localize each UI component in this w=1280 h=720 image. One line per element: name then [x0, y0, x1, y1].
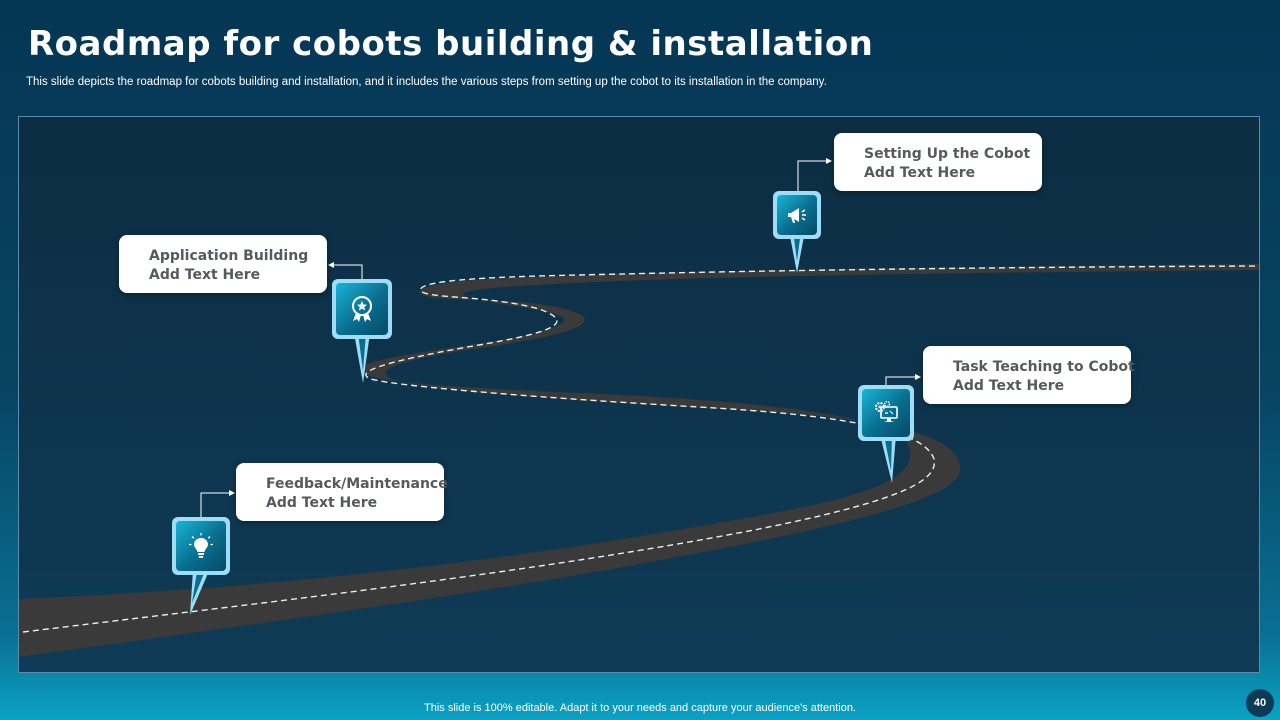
milestone-pin-task-teaching [858, 385, 914, 485]
milestone-card-setting-up: Setting Up the Cobot Add Text Here [834, 133, 1042, 191]
milestone-card-feedback: Feedback/Maintenance Add Text Here [236, 463, 448, 521]
milestone-pin-feedback [172, 517, 230, 617]
milestone-card-task-teaching: Task Teaching to Cobot Add Text Here [923, 346, 1135, 404]
megaphone-icon [788, 208, 806, 223]
slide-footer: This slide is 100% editable. Adapt it to… [424, 702, 856, 714]
slide-subtitle: This slide depicts the roadmap for cobot… [26, 76, 827, 88]
road-center-line [22, 265, 1259, 633]
milestone-pin-application [332, 279, 392, 385]
milestone-text: Add Text Here [149, 267, 261, 283]
settings-monitor-icon [875, 400, 898, 422]
milestone-title: Application Building [149, 248, 309, 264]
milestone-card-application: Application Building Add Text Here [119, 235, 327, 293]
winding-road [19, 264, 1259, 657]
roadmap-panel: Setting Up the Cobot Add Text Here Appli… [18, 116, 1260, 673]
pin-tail [190, 571, 209, 615]
milestone-title: Feedback/Maintenance [266, 476, 448, 492]
lightbulb-icon [189, 533, 213, 558]
award-badge-icon [352, 296, 372, 322]
pin-tail [354, 333, 370, 383]
milestone-title: Task Teaching to Cobot [953, 359, 1135, 375]
milestone-text: Add Text Here [266, 495, 378, 511]
page-number-badge: 40 [1246, 689, 1274, 717]
slide-title: Roadmap for cobots building & installati… [28, 24, 874, 64]
pin-tail [880, 435, 896, 483]
milestone-pin-setting-up [773, 191, 821, 275]
milestone-text: Add Text Here [953, 378, 1065, 394]
milestone-text: Add Text Here [864, 165, 976, 181]
milestone-title: Setting Up the Cobot [864, 146, 1031, 162]
